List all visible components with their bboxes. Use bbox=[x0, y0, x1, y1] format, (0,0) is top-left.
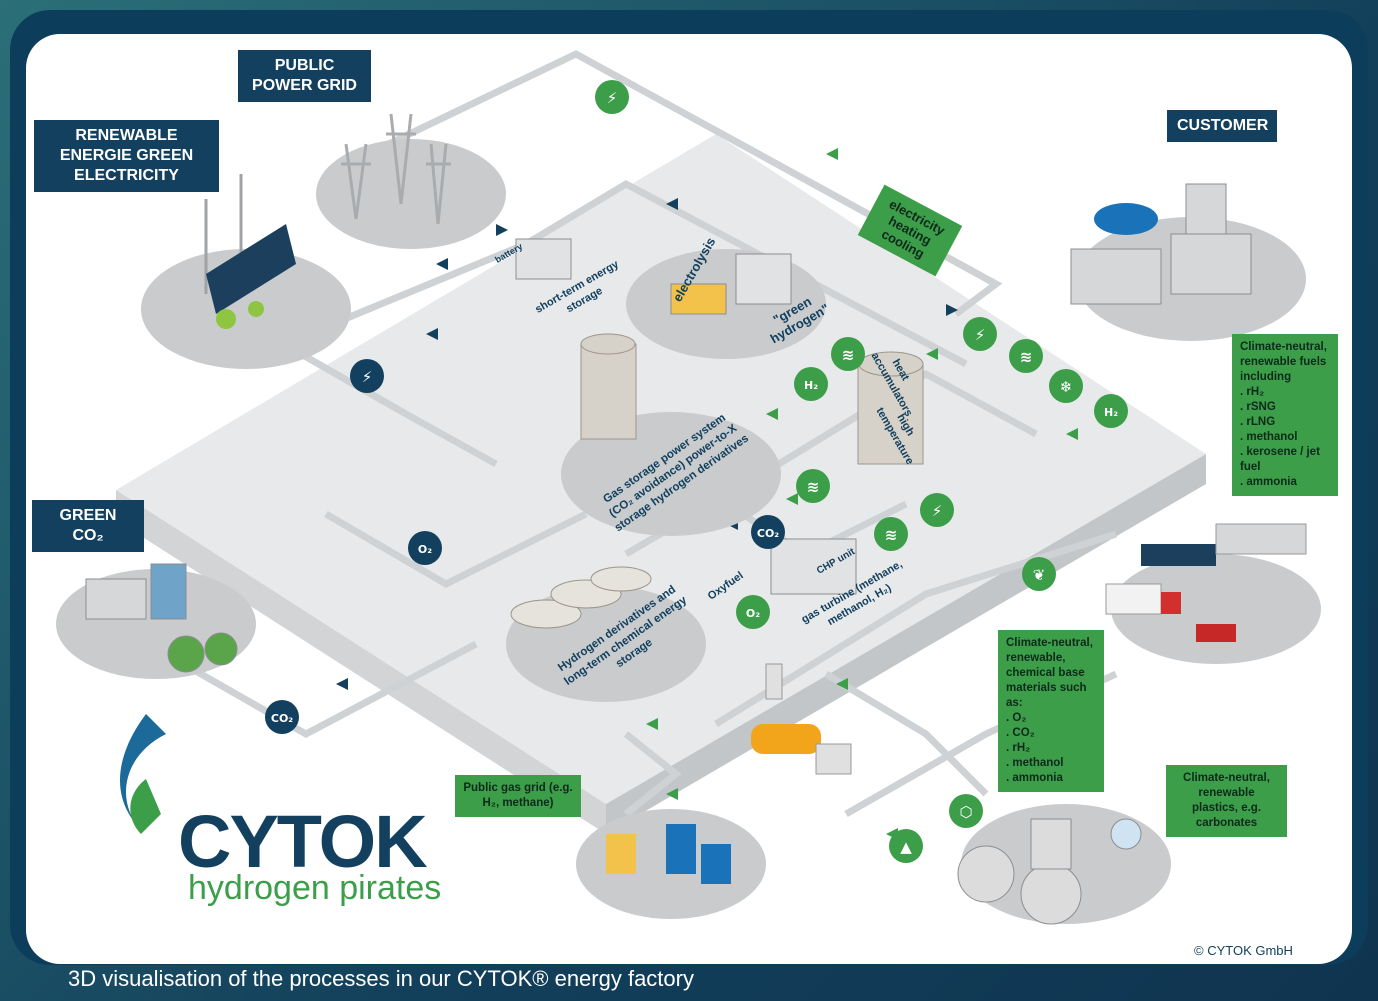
svg-text:≋: ≋ bbox=[807, 478, 820, 496]
pylons bbox=[341, 113, 451, 225]
diagram-card: ⚡ ⚡ ⚡ ≋ ❄ H₂ ≋ H₂ ≋ ≋ ⚡ CO₂ O₂ O₂ CO₂ ❦ … bbox=[26, 34, 1352, 964]
chemical-item: . O₂ bbox=[1006, 712, 1027, 724]
svg-text:H₂: H₂ bbox=[804, 379, 818, 392]
pipes bbox=[164, 50, 1118, 818]
chemical-item: . ammonia bbox=[1006, 772, 1063, 784]
chemicals-title: Climate-neutral, renewable, chemical bas… bbox=[1006, 637, 1093, 709]
renewable-energy-label: RENEWABLE ENERGIE GREEN ELECTRICITY bbox=[34, 120, 219, 192]
logo-tagline: hydrogen pirates bbox=[188, 869, 442, 907]
svg-text:H₂: H₂ bbox=[1104, 406, 1118, 419]
trees bbox=[216, 301, 264, 329]
electrolyser bbox=[670, 253, 792, 315]
svg-text:❄: ❄ bbox=[1060, 378, 1073, 396]
fuel-item: . rLNG bbox=[1240, 416, 1276, 428]
public-power-grid-label: PUBLIC POWER GRID bbox=[238, 50, 371, 102]
svg-text:▲: ▲ bbox=[900, 838, 912, 856]
badge-glyphs: ⚡ ⚡ ⚡ ≋ ❄ H₂ ≋ H₂ ≋ ≋ ⚡ CO₂ O₂ O₂ CO₂ ❦ … bbox=[271, 89, 1118, 856]
tank-gas-storage bbox=[580, 333, 637, 440]
caption: 3D visualisation of the processes in our… bbox=[68, 966, 694, 991]
tanker-truck bbox=[751, 724, 852, 775]
gas-grid-plant bbox=[606, 824, 731, 884]
chemical-item: . CO₂ bbox=[1006, 727, 1035, 739]
gas-grid-box: Public gas grid (e.g. H₂, methane) bbox=[455, 775, 581, 817]
chemical-item: . rH₂ bbox=[1006, 742, 1031, 754]
copyright: © CYTOK GmbH bbox=[1194, 943, 1293, 958]
chemical-plant bbox=[957, 818, 1142, 925]
vehicles bbox=[1105, 523, 1307, 642]
green-co2-label: GREEN CO₂ bbox=[32, 500, 144, 552]
svg-text:CO₂: CO₂ bbox=[271, 712, 293, 725]
svg-text:⚡: ⚡ bbox=[975, 326, 986, 344]
chemical-item: . methanol bbox=[1006, 757, 1064, 769]
svg-text:≋: ≋ bbox=[1020, 348, 1033, 366]
fuel-item: . ammonia bbox=[1240, 476, 1297, 488]
svg-text:⚡: ⚡ bbox=[607, 89, 618, 107]
process-diagram: ⚡ ⚡ ⚡ ≋ ❄ H₂ ≋ H₂ ≋ ≋ ⚡ CO₂ O₂ O₂ CO₂ ❦ … bbox=[56, 50, 1321, 925]
solar-panels bbox=[206, 224, 296, 314]
customer-label: CUSTOMER bbox=[1167, 110, 1277, 142]
fuels-box: Climate-neutral, renewable fuels includi… bbox=[1232, 334, 1338, 496]
heat-accumulator bbox=[857, 351, 924, 465]
fuel-pump bbox=[765, 663, 783, 700]
chp-unit bbox=[770, 538, 857, 595]
svg-text:⬡: ⬡ bbox=[959, 803, 972, 821]
svg-text:❦: ❦ bbox=[1033, 566, 1046, 584]
svg-text:O₂: O₂ bbox=[418, 543, 432, 556]
chemicals-box: Climate-neutral, renewable, chemical bas… bbox=[998, 630, 1104, 792]
svg-text:≋: ≋ bbox=[842, 346, 855, 364]
customer-buildings bbox=[1070, 183, 1252, 305]
logo-wordmark: CYTOK bbox=[178, 800, 428, 883]
badges bbox=[265, 80, 1128, 863]
fuel-item: . rH₂ bbox=[1240, 386, 1265, 398]
battery-unit bbox=[515, 238, 572, 280]
logo-drop bbox=[119, 714, 166, 834]
platform-side-left bbox=[116, 490, 606, 834]
storage-tanks bbox=[510, 566, 652, 629]
fuel-item: . kerosene / jet fuel bbox=[1240, 446, 1320, 473]
co2-plant bbox=[85, 563, 238, 673]
svg-text:O₂: O₂ bbox=[746, 607, 760, 620]
svg-text:⚡: ⚡ bbox=[362, 368, 373, 386]
plastics-box: Climate-neutral, renewable plastics, e.g… bbox=[1166, 765, 1287, 837]
svg-text:≋: ≋ bbox=[885, 526, 898, 544]
fuel-item: . methanol bbox=[1240, 431, 1298, 443]
svg-text:⚡: ⚡ bbox=[932, 502, 943, 520]
car bbox=[1094, 203, 1158, 235]
fuels-title: Climate-neutral, renewable fuels includi… bbox=[1240, 341, 1327, 383]
svg-text:CO₂: CO₂ bbox=[757, 527, 779, 540]
fuel-item: . rSNG bbox=[1240, 401, 1276, 413]
